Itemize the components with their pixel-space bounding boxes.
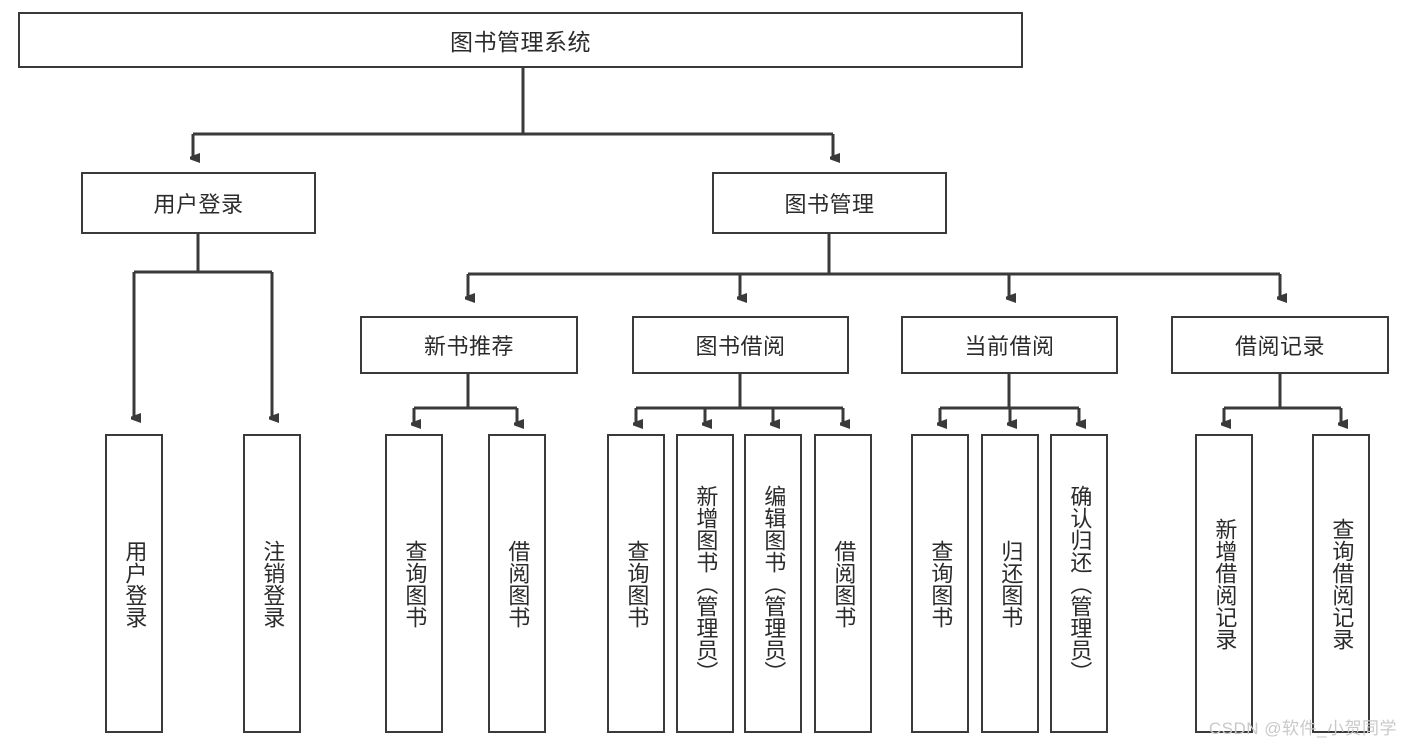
- node-new-book-recommend[interactable]: 新书推荐: [360, 316, 578, 374]
- leaf-label: 查询图书: [624, 539, 650, 628]
- leaf-label: 归还图书: [998, 539, 1024, 628]
- leaf-return-book[interactable]: 归还图书: [981, 434, 1039, 733]
- node-current-borrow[interactable]: 当前借阅: [901, 316, 1118, 374]
- leaf-add-book-admin[interactable]: 新增图书（管理员）: [676, 434, 734, 733]
- leaf-label: 编辑图书（管理员）: [761, 484, 787, 683]
- node-borrow-records[interactable]: 借阅记录: [1171, 316, 1389, 374]
- leaf-label: 查询图书: [928, 539, 954, 628]
- leaf-edit-book-admin[interactable]: 编辑图书（管理员）: [744, 434, 802, 733]
- leaf-confirm-return-admin[interactable]: 确认归还（管理员）: [1050, 434, 1108, 733]
- leaf-query-borrow-record[interactable]: 查询借阅记录: [1312, 434, 1370, 733]
- leaf-label: 确认归还（管理员）: [1067, 484, 1093, 683]
- node-book-borrow[interactable]: 图书借阅: [632, 316, 849, 374]
- leaf-query-books-borrow[interactable]: 查询图书: [607, 434, 665, 733]
- leaf-query-books-recommend[interactable]: 查询图书: [385, 434, 443, 733]
- watermark: CSDN @软件_小贺同学: [1208, 719, 1397, 738]
- node-user-login[interactable]: 用户登录: [81, 172, 316, 234]
- leaf-label: 注销登录: [260, 539, 286, 628]
- leaf-user-login[interactable]: 用户登录: [105, 434, 163, 733]
- node-root-system[interactable]: 图书管理系统: [18, 12, 1023, 68]
- node-book-management[interactable]: 图书管理: [712, 172, 947, 234]
- leaf-label: 用户登录: [122, 539, 148, 628]
- leaf-logout[interactable]: 注销登录: [243, 434, 301, 733]
- leaf-label: 新增图书（管理员）: [693, 484, 719, 683]
- leaf-label: 借阅图书: [831, 539, 857, 628]
- leaf-borrow-books-recommend[interactable]: 借阅图书: [488, 434, 546, 733]
- leaf-add-borrow-record[interactable]: 新增借阅记录: [1195, 434, 1253, 733]
- leaf-label: 新增借阅记录: [1212, 517, 1238, 650]
- leaf-borrow-book[interactable]: 借阅图书: [814, 434, 872, 733]
- leaf-label: 借阅图书: [505, 539, 531, 628]
- leaf-label: 查询借阅记录: [1329, 517, 1355, 650]
- leaf-query-books-current[interactable]: 查询图书: [911, 434, 969, 733]
- leaf-label: 查询图书: [402, 539, 428, 628]
